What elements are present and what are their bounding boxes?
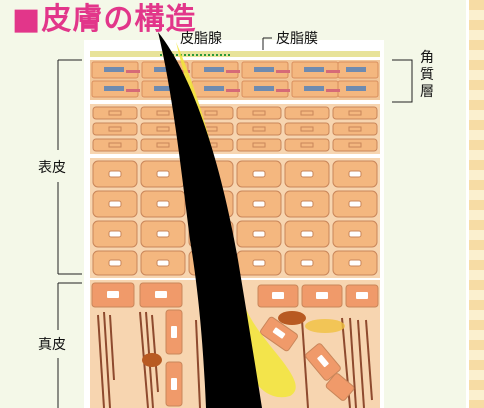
label-stratum-corneum-char-1: 角	[420, 50, 434, 66]
label-sebum-film: 皮脂膜	[276, 31, 318, 47]
label-dermis: 真皮	[38, 337, 66, 353]
border-stripe	[466, 0, 484, 408]
dermis-layer	[90, 280, 380, 408]
title-bar: ■皮膚の構造	[0, 0, 484, 38]
label-stratum-corneum-char-3: 層	[420, 84, 434, 100]
label-sebaceous-gland: 皮脂腺	[180, 31, 222, 47]
skin-structure-diagram	[57, 32, 413, 408]
annotation-lines	[57, 37, 413, 408]
label-stratum-corneum: 角 質 層	[420, 50, 434, 101]
granular-layer	[90, 104, 380, 154]
page-title: ■皮膚の構造	[12, 2, 197, 37]
sebum-film-strip	[90, 51, 380, 57]
stratum-corneum	[90, 60, 380, 100]
label-epidermis: 表皮	[38, 160, 66, 176]
label-stratum-corneum-char-2: 質	[420, 67, 434, 83]
spinous-layer	[90, 158, 380, 278]
hair-shaft-icon	[158, 32, 262, 408]
